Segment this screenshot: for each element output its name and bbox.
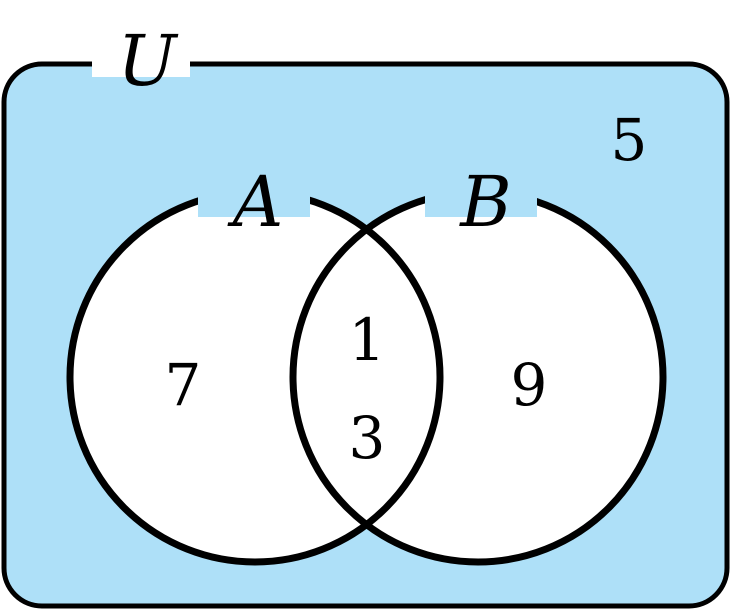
set-b-label-gap bbox=[425, 185, 537, 217]
set-a-only-value: 7 bbox=[165, 351, 202, 419]
universe-label-gap bbox=[92, 55, 190, 77]
intersection-value-2: 3 bbox=[349, 404, 386, 472]
set-a-label-gap bbox=[198, 185, 310, 217]
set-b-fill bbox=[293, 192, 663, 562]
set-b-label: B bbox=[458, 161, 511, 243]
universe-label: U bbox=[118, 20, 179, 102]
set-b-only-value: 9 bbox=[511, 351, 548, 419]
outside-value: 5 bbox=[611, 106, 648, 174]
intersection-value-1: 1 bbox=[349, 306, 386, 374]
set-a-label: A bbox=[227, 161, 284, 243]
